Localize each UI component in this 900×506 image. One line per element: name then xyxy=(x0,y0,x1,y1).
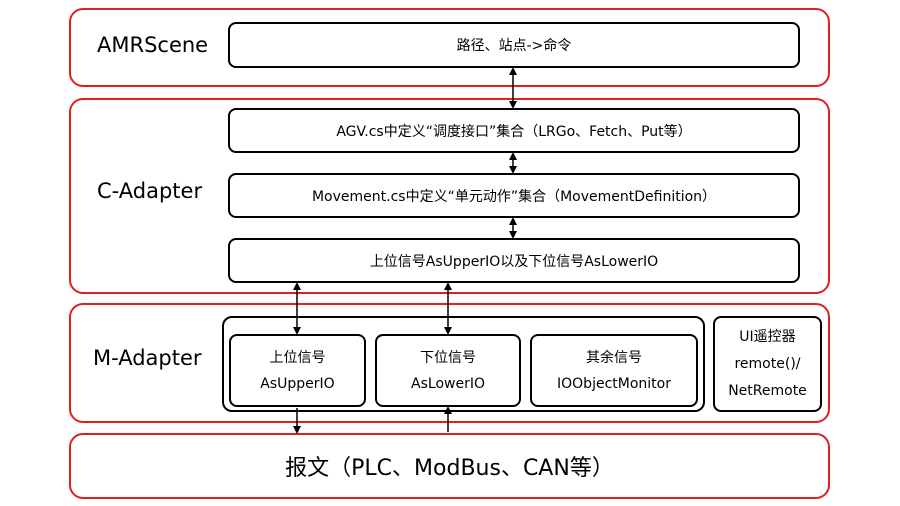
message-layer xyxy=(69,433,830,499)
lower-io-class: AsLowerIO xyxy=(411,375,485,392)
movement-definition-box: Movement.cs中定义“单元动作”集合（MovementDefinitio… xyxy=(228,173,800,218)
remote-method: remote()/ xyxy=(734,355,801,372)
other-io-class: IOObjectMonitor xyxy=(557,375,671,392)
remote-title: UI遥控器 xyxy=(739,328,796,345)
other-io-title: 其余信号 xyxy=(586,349,642,366)
m-adapter-label: M-Adapter xyxy=(93,346,202,370)
route-command-box: 路径、站点->命令 xyxy=(228,22,800,68)
signal-group xyxy=(222,316,705,412)
lower-io-box: 下位信号 AsLowerIO xyxy=(375,334,521,407)
c-adapter-label: C-Adapter xyxy=(97,179,203,203)
remote-box: UI遥控器 remote()/ NetRemote xyxy=(713,316,822,412)
lower-io-title: 下位信号 xyxy=(420,349,476,366)
remote-class: NetRemote xyxy=(728,382,807,399)
agv-dispatch-box: AGV.cs中定义“调度接口”集合（LRGo、Fetch、Put等） xyxy=(228,108,800,153)
upper-io-box: 上位信号 AsUpperIO xyxy=(229,334,366,407)
other-io-box: 其余信号 IOObjectMonitor xyxy=(530,334,698,407)
io-signal-box: 上位信号AsUpperIO以及下位信号AsLowerIO xyxy=(228,238,800,283)
upper-io-class: AsUpperIO xyxy=(260,375,335,392)
upper-io-title: 上位信号 xyxy=(269,349,326,366)
message-protocols: 报文（PLC、ModBus、CAN等） xyxy=(285,456,614,481)
amr-scene-label: AMRScene xyxy=(97,33,209,57)
